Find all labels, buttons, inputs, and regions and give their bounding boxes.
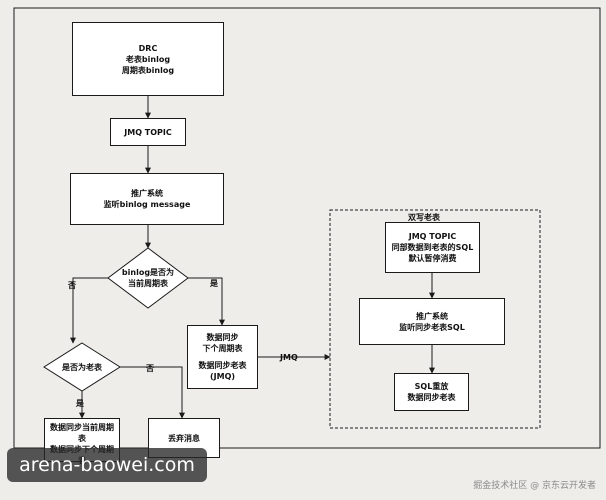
push-listen-sql-box: 推广系统 监听同步老表SQL [359, 298, 505, 345]
jmq-topic-box: JMQ TOPIC [110, 118, 186, 146]
edge-jmq: JMQ [280, 353, 298, 362]
edge-no-1: 否 [68, 281, 76, 290]
dual-write-topic-box: JMQ TOPIC 同部数据到老表的SQL 默认暂停消费 [385, 222, 480, 273]
sync-next-box: 数据同步 下个周期表 数据同步老表 (JMQ) [187, 325, 258, 389]
edge-yes-2: 是 [76, 399, 84, 408]
edge-no-2: 否 [146, 364, 154, 373]
push-listen-box: 推广系统 监听binlog message [70, 173, 224, 225]
listen-binlog-label: 监听binlog message [103, 200, 191, 209]
dual-write-title: 双写老表 [408, 213, 440, 222]
drc-old-binlog: 老表binlog [125, 54, 171, 64]
drc-cycle-binlog: 周期表binlog [121, 65, 175, 75]
discard-label: 丢弃消息 [168, 433, 200, 443]
jmq-topic-label: JMQ TOPIC [124, 127, 172, 137]
drc-title: DRC [138, 43, 158, 53]
sql-replay-box: SQL重放 数据同步老表 [394, 373, 469, 411]
is-current-text: binlog是否为 当前周期表 [121, 268, 175, 288]
is-old-text: 是否为老表 [62, 363, 102, 372]
drc-box: DRC 老表binlog 周期表binlog [72, 22, 224, 96]
dual-write-frame [329, 209, 541, 429]
outer-frame [13, 7, 601, 449]
credit-watermark: 掘金技术社区 @ 京东云开发者 [473, 481, 596, 491]
site-watermark: arena-baowei.com [7, 448, 207, 482]
edge-yes-1: 是 [210, 279, 218, 288]
decision-diamond-current [107, 247, 189, 309]
push-system-label: 推广系统 [131, 189, 163, 198]
